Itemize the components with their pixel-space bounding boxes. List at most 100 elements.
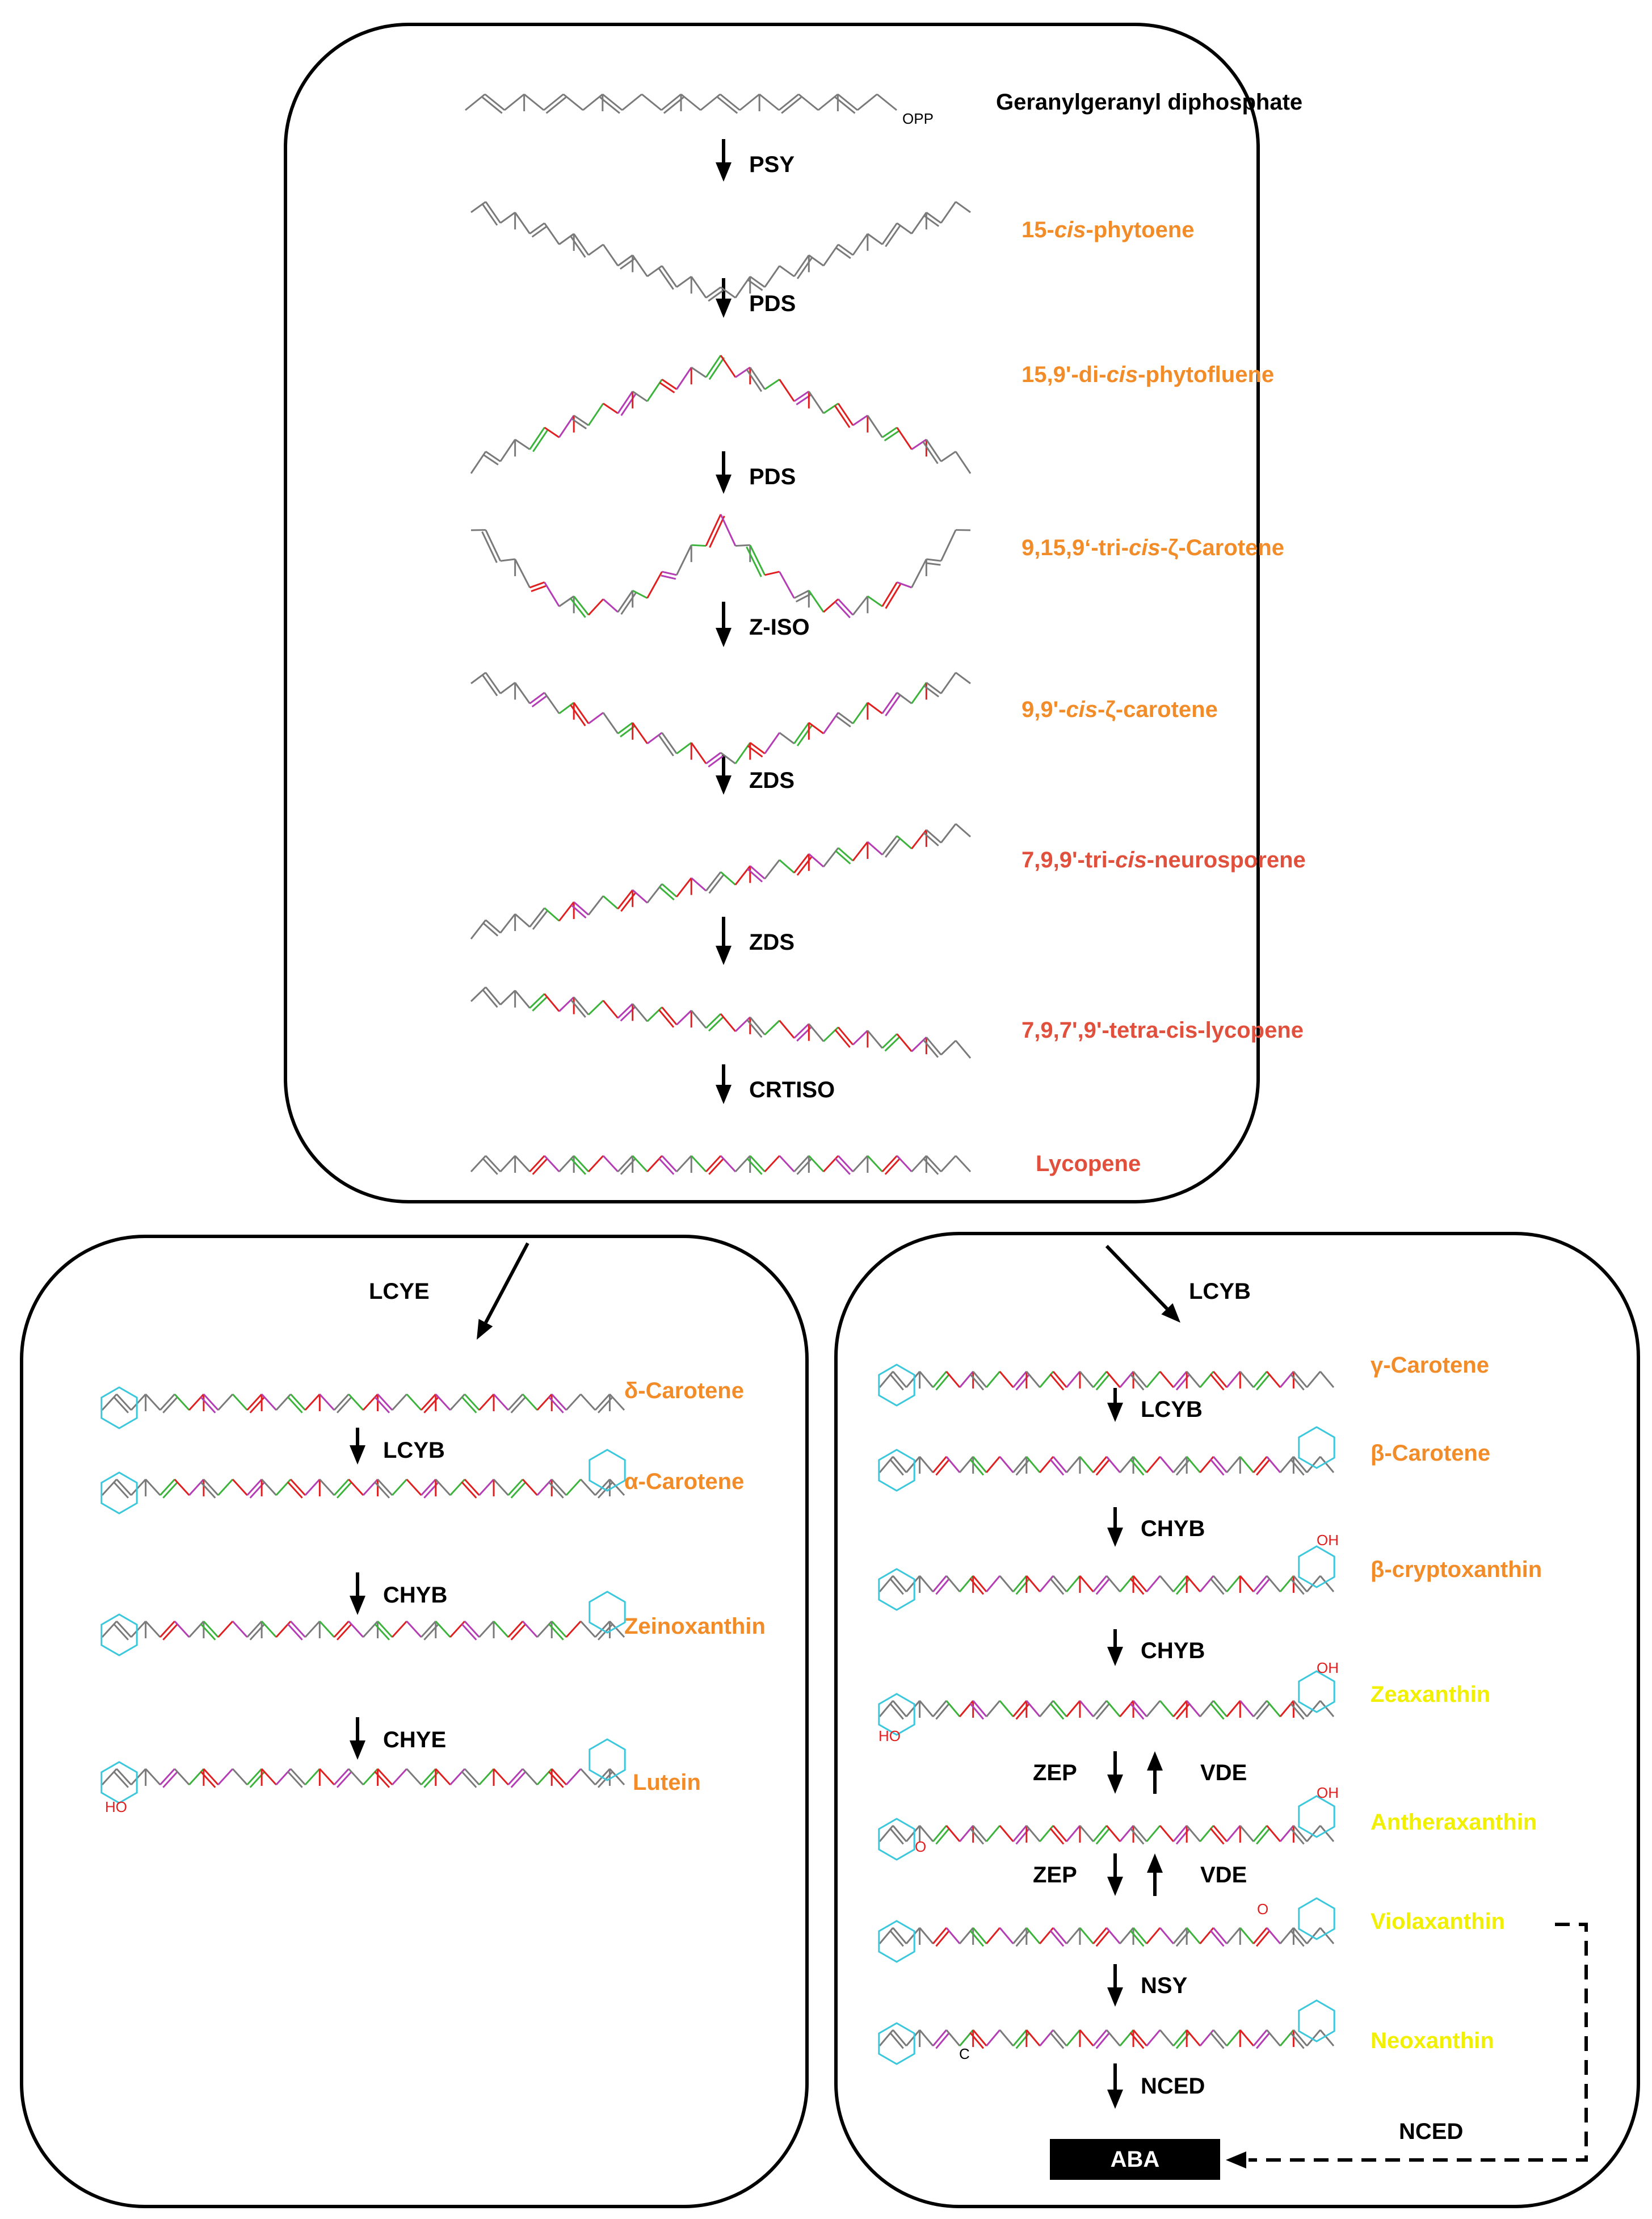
compound-top-4: 9,9'-cis-ζ-carotene — [1022, 698, 1218, 721]
molecule-right-2 — [874, 1408, 1339, 1493]
arrow-nced — [1107, 2063, 1123, 2109]
arrow-top-6 — [716, 917, 732, 965]
compound-top-5: 7,9,9'-tri-cis-neurosporene — [1022, 849, 1306, 871]
enzyme-top-7: CRTISO — [749, 1077, 835, 1102]
compound-top-4-suffix: -ζ-carotene — [1098, 697, 1218, 722]
enzyme-lcyb-entry: LCYB — [1189, 1279, 1251, 1304]
molecule-top-4 — [465, 653, 976, 783]
compound-top-1-suffix: -phytoene — [1086, 217, 1195, 242]
enzyme-lcye-entry: LCYE — [369, 1279, 430, 1304]
left-panel — [20, 1235, 809, 2208]
compound-left-1: δ-Carotene — [624, 1378, 744, 1403]
compound-top-4-prefix: 9,9'- — [1022, 697, 1066, 722]
compound-top-5-suffix: -neurosporene — [1146, 848, 1306, 873]
ho-label-zeaxanthin: HO — [878, 1727, 901, 1744]
molecule-right-3 — [874, 1527, 1339, 1612]
arrow-left-2 — [350, 1572, 365, 1615]
molecule-top-6 — [465, 971, 976, 1073]
compound-top-2: 15,9'-di-cis-phytofluene — [1022, 363, 1274, 386]
opp-group-label: OPP — [902, 110, 934, 127]
enzyme-left-2: CHYB — [383, 1583, 448, 1608]
enzyme-zep-2: ZEP — [1033, 1863, 1077, 1887]
aba-label: ABA — [1110, 2147, 1160, 2172]
enzyme-right-3: CHYB — [1141, 1638, 1205, 1663]
molecule-top-1 — [465, 187, 976, 318]
compound-top-6-prefix: 7,9,7',9'-tetra-cis-lycopene — [1022, 1018, 1304, 1043]
compound-top-5-italic: cis — [1115, 848, 1147, 873]
enzyme-right-2: CHYB — [1141, 1516, 1205, 1541]
compound-right-5: Antheraxanthin — [1371, 1810, 1537, 1835]
arrow-top-3 — [716, 451, 732, 494]
compound-right-3: β-cryptoxanthin — [1371, 1557, 1542, 1582]
compound-top-2-prefix: 15,9'-di- — [1022, 362, 1107, 387]
enzyme-top-1: PSY — [749, 152, 795, 177]
c-label-neoxanthin: C — [959, 2045, 970, 2062]
compound-top-2-suffix: -phytofluene — [1138, 362, 1275, 387]
molecule-left-2 — [96, 1425, 630, 1516]
arrow-left-3 — [350, 1717, 365, 1760]
enzyme-top-2: PDS — [749, 291, 796, 316]
o-label-antheraxanthin: O — [915, 1838, 927, 1855]
compound-top-3-prefix: 9,15,9‘-tri- — [1022, 535, 1129, 560]
precursor-label: Geranylgeranyl diphosphate — [996, 90, 1303, 115]
compound-top-5-prefix: 7,9,9'-tri- — [1022, 848, 1116, 873]
arrow-nsy — [1107, 1964, 1123, 2007]
arrow-left-1 — [350, 1428, 365, 1465]
top-panel — [284, 23, 1260, 1203]
enzyme-nced: NCED — [1141, 2074, 1205, 2099]
arrow-right-1 — [1107, 1388, 1123, 1422]
arrow-zep-2 — [1107, 1853, 1123, 1896]
compound-right-1: γ-Carotene — [1371, 1353, 1489, 1378]
enzyme-vde-2: VDE — [1200, 1863, 1247, 1887]
molecule-right-1 — [874, 1323, 1339, 1408]
compound-top-7: Lycopene — [1036, 1152, 1141, 1175]
molecule-ggpp — [460, 68, 902, 131]
molecule-left-1 — [96, 1340, 630, 1431]
arrow-lcyb-entry — [1105, 1244, 1180, 1323]
molecule-top-5 — [465, 806, 976, 954]
enzyme-top-4: Z-ISO — [749, 615, 810, 640]
oh-label-cryptoxanthin: OH — [1317, 1532, 1339, 1549]
enzyme-zep-1: ZEP — [1033, 1760, 1077, 1785]
side-nced-label: NCED — [1399, 2119, 1464, 2144]
arrows-layer — [350, 139, 1588, 2168]
molecule-right-7 — [874, 1981, 1339, 2066]
right-panel — [834, 1232, 1640, 2208]
molecule-left-3 — [96, 1567, 630, 1658]
compound-top-2-italic: cis — [1106, 362, 1138, 387]
compound-top-3: 9,15,9‘-tri-cis-ζ-Carotene — [1022, 536, 1284, 559]
arrow-top-4 — [716, 602, 732, 647]
molecule-top-2 — [465, 341, 976, 488]
arrow-vde-1 — [1147, 1751, 1163, 1794]
compound-left-3: Zeinoxanthin — [624, 1614, 766, 1639]
molecule-top-3 — [465, 500, 976, 630]
compound-right-6: Violaxanthin — [1371, 1909, 1506, 1934]
compound-top-6: 7,9,7',9'-tetra-cis-lycopene — [1022, 1019, 1304, 1042]
molecule-right-4 — [874, 1652, 1339, 1737]
compound-top-4-italic: cis — [1066, 697, 1098, 722]
o-label-violaxanthin: O — [1257, 1901, 1269, 1918]
compound-top-3-suffix: -ζ-Carotene — [1160, 535, 1285, 560]
compound-top-1-prefix: 15- — [1022, 217, 1054, 242]
arrow-lcye-entry — [477, 1242, 529, 1340]
compound-right-4: Zeaxanthin — [1371, 1682, 1491, 1707]
compound-left-4: Lutein — [633, 1770, 701, 1795]
molecule-left-4 — [96, 1714, 630, 1805]
enzyme-right-1: LCYB — [1141, 1397, 1203, 1422]
enzyme-left-1: LCYB — [383, 1438, 445, 1463]
enzyme-left-3: CHYE — [383, 1727, 447, 1752]
enzyme-nsy: NSY — [1141, 1973, 1188, 1998]
enzyme-vde-1: VDE — [1200, 1760, 1247, 1785]
molecule-right-6 — [874, 1879, 1339, 1964]
molecule-right-5 — [874, 1777, 1339, 1862]
compound-top-3-italic: cis — [1128, 535, 1161, 560]
arrow-top-7 — [716, 1064, 732, 1104]
aba-end-product: ABA — [1050, 2139, 1220, 2180]
compound-top-1: 15-cis-phytoene — [1022, 219, 1195, 241]
compound-right-7: Neoxanthin — [1371, 2028, 1494, 2053]
compound-top-1-italic: cis — [1054, 217, 1086, 242]
enzyme-top-6: ZDS — [749, 930, 795, 955]
ho-label-lutein: HO — [105, 1798, 127, 1815]
compound-right-2: β-Carotene — [1371, 1441, 1491, 1466]
